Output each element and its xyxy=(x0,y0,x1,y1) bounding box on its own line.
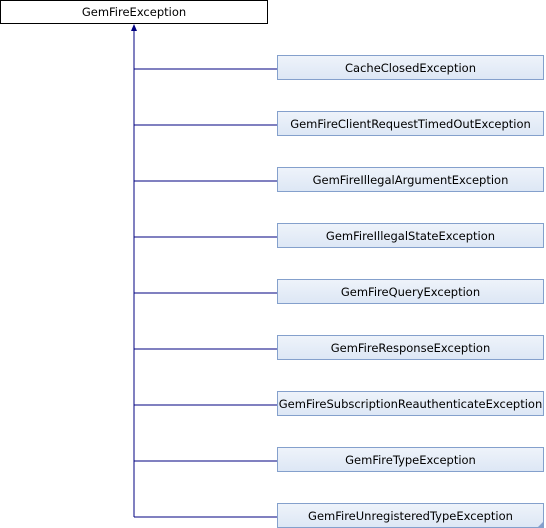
class-label: GemFireQueryException xyxy=(340,284,481,299)
class-node-illegal-argument-exception[interactable]: GemFireIllegalArgumentException xyxy=(277,167,544,192)
class-node-client-request-timed-out-exception[interactable]: GemFireClientRequestTimedOutException xyxy=(277,111,544,136)
class-node-illegal-state-exception[interactable]: GemFireIllegalStateException xyxy=(277,223,544,248)
class-label: GemFireTypeException xyxy=(345,452,476,467)
inheritance-arrowhead xyxy=(131,24,137,31)
class-label: GemFireSubscriptionReauthenticateExcepti… xyxy=(278,396,543,411)
class-label: GemFireException xyxy=(81,5,187,19)
class-node-unregistered-type-exception[interactable]: GemFireUnregisteredTypeException xyxy=(277,503,544,528)
class-node-response-exception[interactable]: GemFireResponseException xyxy=(277,335,544,360)
class-label: GemFireIllegalArgumentException xyxy=(312,172,509,187)
class-node-query-exception[interactable]: GemFireQueryException xyxy=(277,279,544,304)
class-label: GemFireClientRequestTimedOutException xyxy=(290,116,531,131)
class-node-type-exception[interactable]: GemFireTypeException xyxy=(277,447,544,472)
class-label: GemFireIllegalStateException xyxy=(325,228,496,243)
class-node-subscription-reauthenticate-exception[interactable]: GemFireSubscriptionReauthenticateExcepti… xyxy=(277,391,544,416)
class-node-cache-closed-exception[interactable]: CacheClosedException xyxy=(277,55,544,80)
class-node-gemfire-exception[interactable]: GemFireException xyxy=(0,0,268,24)
class-label: CacheClosedException xyxy=(345,60,476,75)
class-label: GemFireUnregisteredTypeException xyxy=(308,508,513,523)
class-label: GemFireResponseException xyxy=(330,340,491,355)
